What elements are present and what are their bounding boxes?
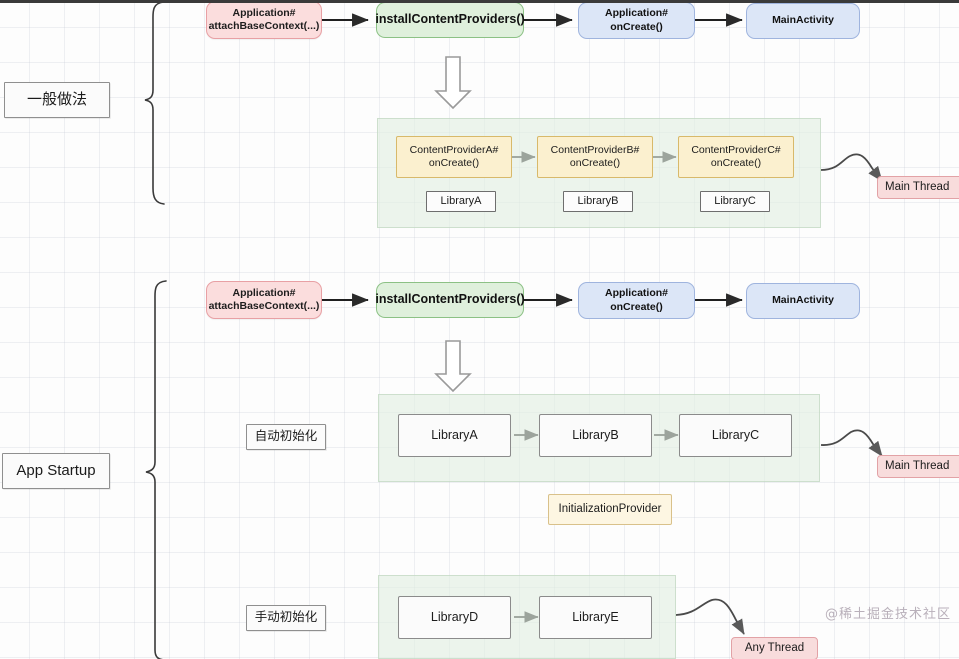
top-edge-bar — [0, 0, 959, 3]
node-attach-base-context-startup[interactable]: Application# attachBaseContext(...) — [206, 281, 322, 319]
manual-thread-connector — [675, 598, 745, 635]
node-library-a-auto[interactable]: LibraryA — [398, 414, 511, 457]
badge-any-thread: Any Thread — [731, 637, 818, 659]
down-arrow-startup — [434, 340, 472, 393]
node-application-oncreate-startup[interactable]: Application# onCreate() — [578, 282, 695, 319]
auto-thread-connector — [820, 429, 883, 457]
node-application-oncreate-legacy[interactable]: Application# onCreate() — [578, 2, 695, 39]
node-content-provider-c[interactable]: ContentProviderC# onCreate() — [678, 136, 794, 178]
legacy-thread-connector — [820, 153, 883, 182]
badge-main-thread-startup: Main Thread — [877, 455, 959, 478]
node-content-provider-a[interactable]: ContentProviderA# onCreate() — [396, 136, 512, 178]
node-library-d-manual[interactable]: LibraryD — [398, 596, 511, 639]
section-label-app-startup: App Startup — [2, 453, 110, 489]
node-main-activity-startup[interactable]: MainActivity — [746, 283, 860, 319]
node-library-a-legacy[interactable]: LibraryA — [426, 191, 496, 212]
node-library-e-manual[interactable]: LibraryE — [539, 596, 652, 639]
watermark-text: @稀土掘金技术社区 — [825, 607, 952, 622]
node-install-content-providers-legacy[interactable]: installContentProviders() — [375, 2, 525, 38]
node-initialization-provider[interactable]: InitializationProvider — [548, 494, 672, 525]
node-main-activity-legacy[interactable]: MainActivity — [746, 3, 860, 39]
node-library-b-auto[interactable]: LibraryB — [539, 414, 652, 457]
section-label-legacy: 一般做法 — [4, 82, 110, 118]
down-arrow-legacy — [434, 56, 472, 110]
node-library-c-auto[interactable]: LibraryC — [679, 414, 792, 457]
node-library-b-legacy[interactable]: LibraryB — [563, 191, 633, 212]
node-library-c-legacy[interactable]: LibraryC — [700, 191, 770, 212]
node-content-provider-b[interactable]: ContentProviderB# onCreate() — [537, 136, 653, 178]
brace-legacy — [144, 1, 165, 205]
brace-appstartup — [145, 280, 167, 659]
sub-label-manual-init: 手动初始化 — [246, 605, 326, 631]
sub-label-auto-init: 自动初始化 — [246, 424, 326, 450]
badge-main-thread-legacy: Main Thread — [877, 176, 959, 199]
node-install-content-providers-startup[interactable]: installContentProviders() — [375, 282, 525, 318]
node-attach-base-context-legacy[interactable]: Application# attachBaseContext(...) — [206, 1, 322, 39]
